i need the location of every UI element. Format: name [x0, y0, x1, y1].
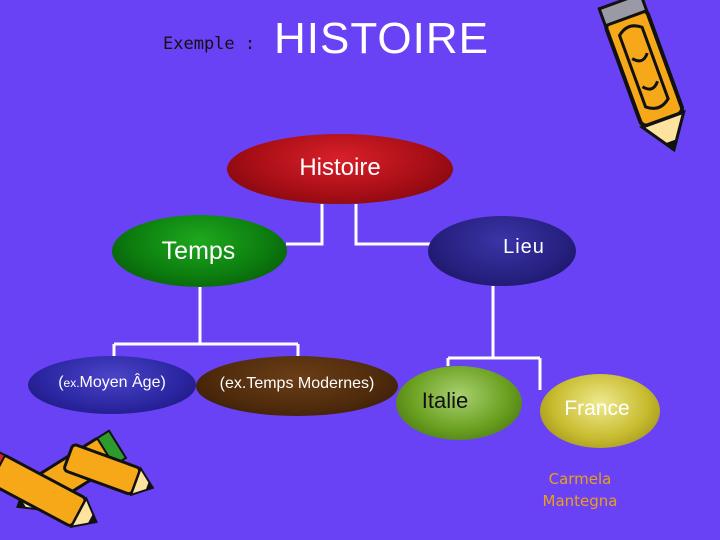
- node-temps: Temps: [112, 215, 287, 287]
- node-moyen-small: ex.: [63, 376, 80, 390]
- node-temps-label: Temps: [161, 236, 236, 265]
- node-moyen-age: (ex.Moyen Âge): [28, 356, 196, 414]
- author-last-name: Mantegna: [542, 492, 618, 510]
- node-france: France: [540, 374, 660, 448]
- node-italie: Italie: [396, 366, 522, 440]
- title-prefix: Exemple :: [163, 34, 256, 54]
- node-italie-label: Italie: [421, 388, 469, 413]
- node-france-label: France: [564, 397, 630, 420]
- node-moyen-prefix: (: [58, 374, 64, 391]
- page-title: HISTOIRE: [274, 14, 490, 63]
- connector-temps-children: [112, 287, 300, 358]
- connector-lieu-children: [446, 286, 542, 390]
- node-histoire-label: Histoire: [299, 154, 381, 181]
- node-lieu: Lieu: [428, 216, 576, 286]
- node-lieu-label: Lieu: [503, 235, 545, 258]
- connector-histoire-temps: [286, 204, 324, 246]
- node-histoire: Histoire: [227, 134, 453, 204]
- connector-histoire-lieu: [354, 204, 430, 246]
- author-name: Carmela Mantegna: [520, 468, 640, 512]
- node-moyen-label: Moyen Âge): [79, 374, 166, 391]
- author-first-name: Carmela: [548, 470, 612, 488]
- node-temps-modernes: (ex.Temps Modernes): [196, 356, 398, 416]
- node-modernes-label: (ex.Temps Modernes): [219, 375, 375, 392]
